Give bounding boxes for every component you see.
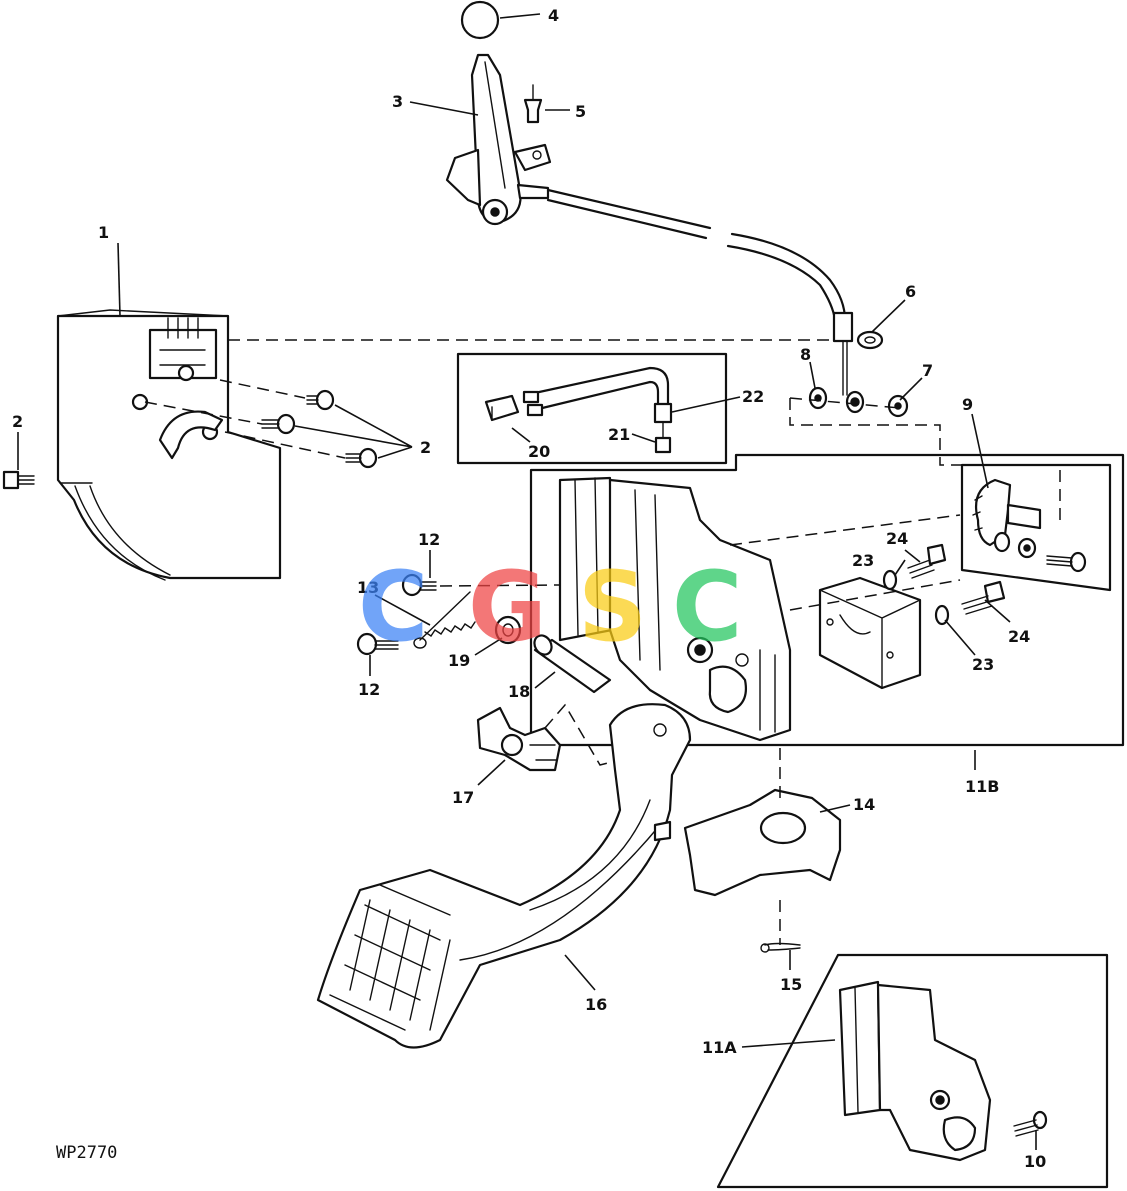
part-10-screw bbox=[1013, 1110, 1048, 1137]
watermark: C G S C bbox=[358, 551, 742, 663]
callout-16: 16 bbox=[585, 995, 607, 1014]
screw-2-low bbox=[345, 447, 378, 469]
part-18-pin bbox=[533, 634, 612, 694]
part-3-hand-lever bbox=[445, 53, 552, 226]
callout-15: 15 bbox=[780, 975, 802, 994]
callout-20: 20 bbox=[528, 442, 550, 461]
part-24-screw-top bbox=[907, 543, 947, 579]
drawing-code: WP2770 bbox=[56, 1143, 117, 1163]
leader-lines bbox=[17, 13, 1037, 1150]
callout-18: 18 bbox=[508, 682, 530, 701]
part-21-nut bbox=[654, 421, 672, 454]
friction-block bbox=[818, 576, 922, 690]
part-15-pin bbox=[760, 942, 801, 953]
throttle-cable bbox=[546, 188, 854, 396]
part-11b-housing bbox=[558, 476, 792, 742]
part-7-nut bbox=[887, 394, 909, 418]
watermark-letter-2: G bbox=[468, 551, 547, 663]
part-12-screw-top bbox=[401, 573, 437, 597]
inset-box-11a bbox=[716, 953, 1109, 1189]
callout-9: 9 bbox=[962, 395, 973, 414]
callout-8: 8 bbox=[800, 345, 811, 364]
callout-12-top: 12 bbox=[418, 530, 440, 549]
callout-11b: 11B bbox=[965, 777, 999, 796]
callout-10: 10 bbox=[1024, 1152, 1046, 1171]
callout-13: 13 bbox=[357, 578, 379, 597]
callout-6: 6 bbox=[905, 282, 916, 301]
callout-4: 4 bbox=[548, 6, 559, 25]
callout-11a: 11A bbox=[702, 1038, 737, 1057]
callout-12-bottom: 12 bbox=[358, 680, 380, 699]
callout-labels: 1 2 2 3 4 5 6 7 8 9 10 11A 11B 12 12 13 … bbox=[12, 6, 1046, 1171]
part-16-pedal bbox=[316, 703, 692, 1049]
part-9-friction-disc bbox=[960, 463, 1112, 592]
screw-2-left bbox=[2, 470, 35, 490]
part-6-spring-clip bbox=[856, 330, 884, 350]
callout-24-top: 24 bbox=[886, 529, 908, 548]
callout-24-bottom: 24 bbox=[1008, 627, 1030, 646]
watermark-letter-1: C bbox=[358, 551, 428, 663]
screw-2-top bbox=[306, 389, 335, 411]
callout-23-bottom: 23 bbox=[972, 655, 994, 674]
part-14-yoke bbox=[683, 788, 842, 897]
callout-19: 19 bbox=[448, 651, 470, 670]
part-22-wire bbox=[522, 366, 673, 424]
part-5-rivet bbox=[523, 84, 543, 124]
alignment-line-7-8 bbox=[789, 397, 1061, 525]
part-12-screw-bottom bbox=[356, 632, 399, 656]
watermark-letter-4: C bbox=[672, 551, 742, 663]
watermark-letter-3: S bbox=[578, 551, 647, 663]
part-17-clip bbox=[476, 706, 562, 772]
callout-14: 14 bbox=[853, 795, 875, 814]
callout-21: 21 bbox=[608, 425, 630, 444]
part-1-cover bbox=[56, 309, 282, 581]
screw-2-mid bbox=[261, 413, 296, 435]
alignment-line-17 bbox=[544, 703, 621, 766]
part-20-connector bbox=[484, 394, 520, 422]
callout-2-left: 2 bbox=[12, 412, 23, 431]
alignment-line-12-housing bbox=[439, 584, 561, 587]
inset-box-20-22 bbox=[456, 352, 728, 465]
callout-5: 5 bbox=[575, 102, 586, 121]
part-19-bushing bbox=[494, 615, 522, 645]
callout-17: 17 bbox=[452, 788, 474, 807]
part-23-washer-top bbox=[882, 569, 898, 591]
part-13-spring bbox=[413, 591, 476, 649]
callout-23-top: 23 bbox=[852, 551, 874, 570]
callout-3: 3 bbox=[392, 92, 403, 111]
callout-2-right: 2 bbox=[420, 438, 431, 457]
part-2-screws bbox=[2, 379, 378, 490]
part-11a-housing bbox=[838, 980, 992, 1162]
callout-7: 7 bbox=[922, 361, 933, 380]
callout-22: 22 bbox=[742, 387, 764, 406]
part-24-screw-low bbox=[961, 580, 1006, 615]
part-23-washer-low bbox=[934, 604, 950, 626]
alignment-line-9-block bbox=[729, 514, 961, 611]
callout-1: 1 bbox=[98, 223, 109, 242]
cable-ball-joint bbox=[845, 390, 865, 414]
part-8-washer bbox=[808, 386, 828, 410]
part-4-knob bbox=[460, 0, 500, 40]
